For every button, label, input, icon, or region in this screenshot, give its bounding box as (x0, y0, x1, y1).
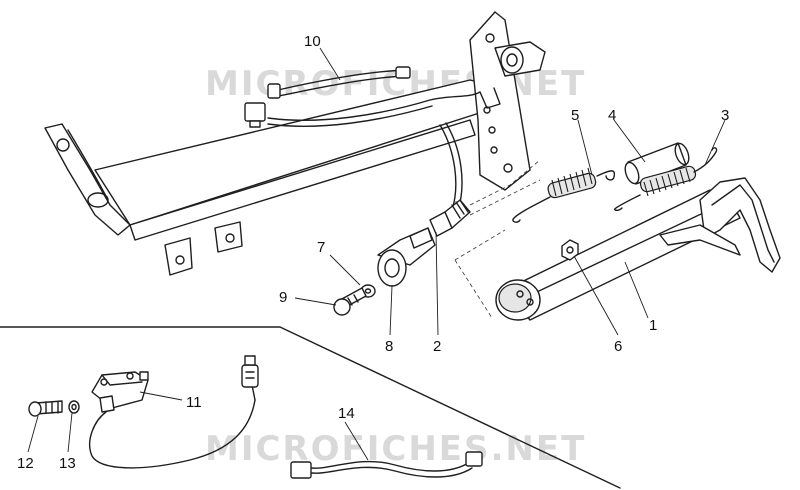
callout-12: 12 (17, 455, 34, 472)
part-8-switch-body (377, 227, 436, 287)
callout-1: 1 (649, 317, 657, 334)
part-11-switch (88, 355, 259, 469)
part-14-harness (290, 451, 483, 479)
callout-3: 3 (721, 107, 729, 124)
part-1-side-stand (454, 177, 781, 321)
part-5-spring (512, 167, 616, 223)
part-2-switch-pin (429, 159, 541, 237)
part-6-nut (561, 239, 579, 261)
callout-13: 13 (59, 455, 76, 472)
callout-2: 2 (433, 338, 441, 355)
part-4-sleeve (624, 142, 690, 185)
part-3-spring (613, 147, 718, 211)
callout-8: 8 (385, 338, 393, 355)
callout-4: 4 (608, 107, 616, 124)
callout-11: 11 (186, 394, 202, 411)
callout-14: 14 (338, 405, 355, 422)
leader-lines (27, 47, 726, 461)
callout-7: 7 (317, 239, 325, 256)
callout-5: 5 (571, 107, 579, 124)
part-9-screw (333, 287, 367, 316)
callout-9: 9 (279, 289, 287, 306)
section-divider (0, 326, 621, 489)
part-13-washer (68, 400, 80, 414)
callout-6: 6 (614, 338, 622, 355)
watermark-bottom: MICROFICHES.NET (205, 429, 586, 469)
callout-10: 10 (304, 33, 321, 50)
part-10-sensor-cable (244, 66, 481, 211)
frame-subframe (44, 11, 546, 276)
part-12-screw (28, 400, 63, 417)
